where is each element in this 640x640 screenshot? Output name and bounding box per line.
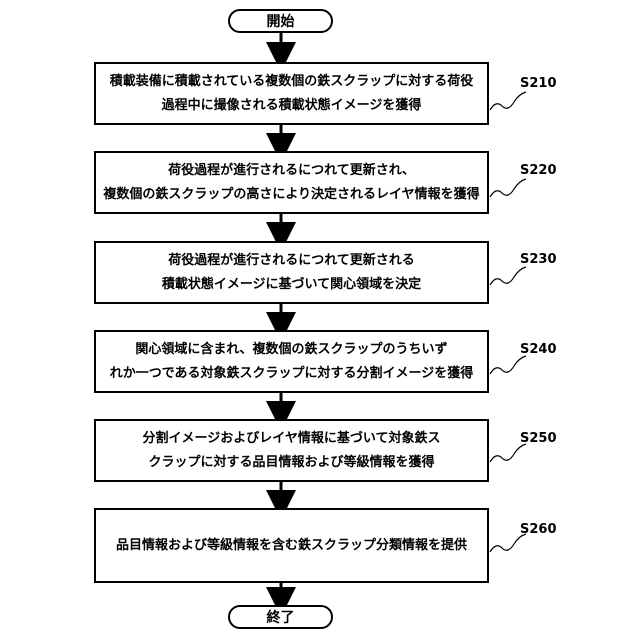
step-s220-label: S220 [520,163,557,178]
leader-s230 [490,267,526,285]
end-terminal: 終了 [228,605,333,629]
step-s250-line-2: クラップに対する品目情報および等級情報を獲得 [148,451,434,475]
leader-s250 [490,444,526,462]
step-s250-box: 分割イメージおよびレイヤ情報に基づいて対象鉄ス クラップに対する品目情報および等… [94,419,489,482]
step-s240-line-2: れか一つである対象鉄スクラップに対する分割イメージを獲得 [110,362,474,386]
step-s230-box: 荷役過程が進行されるにつれて更新される 積載状態イメージに基づいて関心領域を決定 [94,241,489,304]
step-s230-line-1: 荷役過程が進行されるにつれて更新される [168,249,415,273]
leader-s220 [490,179,526,197]
step-s210-box: 積載装備に積載されている複数個の鉄スクラップに対する荷役 過程中に撮像される積載… [94,62,489,125]
step-s240-line-1: 関心領域に含まれ、複数個の鉄スクラップのうちいず [135,338,447,362]
start-label: 開始 [267,11,295,31]
step-s260-line-1: 品目情報および等級情報を含む鉄スクラップ分類情報を提供 [116,534,467,558]
step-s260-box: 品目情報および等級情報を含む鉄スクラップ分類情報を提供 [94,508,489,583]
step-s210-line-1: 積載装備に積載されている複数個の鉄スクラップに対する荷役 [110,70,474,94]
step-s210-label: S210 [520,76,557,91]
step-s250-label: S250 [520,431,557,446]
step-s220-box: 荷役過程が進行されるにつれて更新され、 複数個の鉄スクラップの高さにより決定され… [94,151,489,214]
step-s230-label: S230 [520,252,557,267]
step-s210-line-2: 過程中に撮像される積載状態イメージを獲得 [162,94,422,118]
step-s250-line-1: 分割イメージおよびレイヤ情報に基づいて対象鉄ス [143,427,441,451]
end-label: 終了 [267,607,295,627]
step-s230-line-2: 積載状態イメージに基づいて関心領域を決定 [162,273,421,297]
start-terminal: 開始 [228,9,333,33]
step-s240-box: 関心領域に含まれ、複数個の鉄スクラップのうちいず れか一つである対象鉄スクラップ… [94,330,489,393]
leader-s210 [490,92,526,110]
step-s220-line-2: 複数個の鉄スクラップの高さにより決定されるレイヤ情報を獲得 [103,183,479,207]
step-s260-label: S260 [520,522,557,537]
leader-s240 [490,356,526,374]
step-s240-label: S240 [520,342,557,357]
step-s220-line-1: 荷役過程が進行されるにつれて更新され、 [168,159,415,183]
